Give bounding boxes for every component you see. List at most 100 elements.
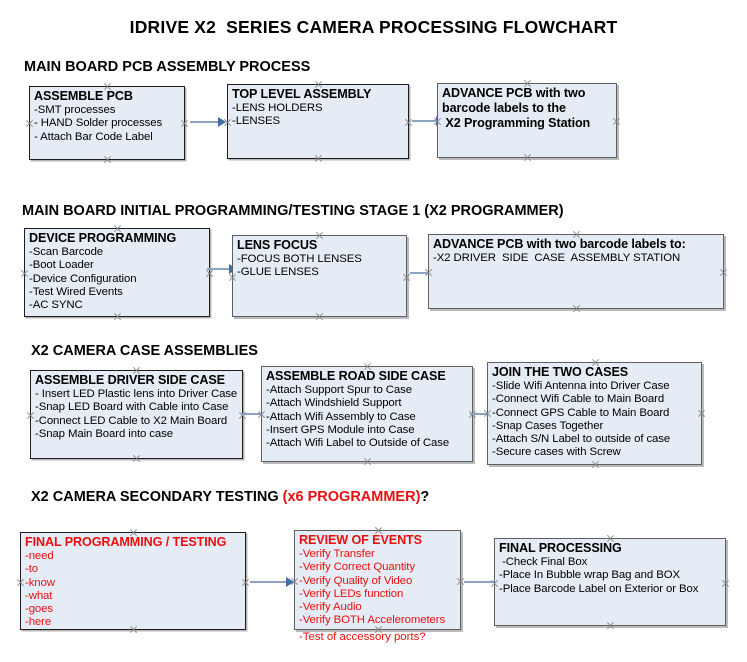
- flow-box-advance-pcb-driver-side-case[interactable]: ADVANCE PCB with two barcode labels to: …: [428, 234, 724, 309]
- box-title: LENS FOCUS: [237, 238, 318, 252]
- box-content: ADVANCE PCB with two barcode labels to: …: [429, 235, 723, 265]
- box-line: -Place In Bubble wrap Bag and BOX: [499, 569, 680, 582]
- connection-handle-bottom[interactable]: [314, 154, 323, 163]
- section-heading-4-text: X2 CAMERA SECONDARY TESTING: [31, 489, 283, 505]
- page-title: IDRIVE X2 SERIES CAMERA PROCESSING FLOWC…: [129, 17, 618, 37]
- box-line: -Attach Wifi Assembly to Case: [266, 410, 416, 423]
- box-line: X2 Programming Station: [442, 116, 591, 131]
- box-title: ADVANCE PCB with two barcode labels to:: [433, 237, 686, 251]
- box-line: -LENSES: [232, 115, 281, 128]
- box-line: -Snap LED Board with Cable into Case: [35, 401, 229, 414]
- box-line: -Attach S/N Label to outside of case: [492, 432, 671, 445]
- box-content: REVIEW OF EVENTS -Verify Transfer -Verif…: [295, 531, 460, 627]
- connector-arrow: [250, 577, 296, 587]
- box-content: ASSEMBLE DRIVER SIDE CASE - Insert LED P…: [31, 371, 242, 441]
- box-line: -Scan Barcode: [29, 246, 104, 259]
- box-line: -GLUE LENSES: [237, 266, 319, 279]
- section-heading-2: MAIN BOARD INITIAL PROGRAMMING/TESTING S…: [22, 203, 564, 219]
- box-line: -Snap Main Board into case: [35, 427, 173, 440]
- flow-box-join-the-two-cases[interactable]: JOIN THE TWO CASES -Slide Wifi Antenna i…: [487, 362, 702, 465]
- box-content: TOP LEVEL ASSEMBLY -LENS HOLDERS -LENSES: [228, 85, 408, 129]
- connection-handle-bottom[interactable]: [132, 454, 141, 463]
- box-line: -SMT processes: [34, 104, 116, 117]
- box-line: -here: [25, 616, 52, 629]
- flow-box-advance-pcb-programming-station[interactable]: ADVANCE PCB with two barcode labels to t…: [437, 83, 617, 158]
- box-title: ASSEMBLE DRIVER SIDE CASE: [35, 373, 225, 387]
- box-line: -X2 DRIVER SIDE CASE ASSEMBLY STATION: [433, 252, 681, 265]
- box-title: ASSEMBLE PCB: [34, 89, 133, 103]
- box-line: -Verify Audio: [299, 600, 362, 613]
- box-line: -AC SYNC: [29, 298, 83, 311]
- flow-box-assemble-road-side-case[interactable]: ASSEMBLE ROAD SIDE CASE -Attach Support …: [261, 366, 473, 462]
- box-line: - HAND Solder processes: [34, 117, 163, 130]
- connection-handle-bottom[interactable]: [103, 155, 112, 164]
- connection-handle-left[interactable]: [424, 268, 433, 277]
- box-title: ADVANCE PCB with two: [442, 86, 586, 100]
- flow-box-top-level-assembly[interactable]: TOP LEVEL ASSEMBLY -LENS HOLDERS -LENSES: [227, 84, 409, 159]
- box-overflow-line: -Test of accessory ports?: [299, 631, 426, 643]
- box-line: -Verify Quality of Video: [299, 574, 413, 587]
- box-title: ASSEMBLE ROAD SIDE CASE: [266, 369, 446, 383]
- box-line: -Verify BOTH Accelerometers: [299, 614, 446, 627]
- box-line: -FOCUS BOTH LENSES: [237, 253, 362, 266]
- box-line: -Snap Cases Together: [492, 419, 604, 432]
- box-line: -Device Configuration: [29, 272, 137, 285]
- box-line: - Insert LED Plastic lens into Driver Ca…: [35, 388, 238, 401]
- box-line: -Verify Correct Quantity: [299, 561, 415, 574]
- box-content: DEVICE PROGRAMMING -Scan Barcode -Boot L…: [25, 229, 209, 312]
- flow-box-review-of-events[interactable]: REVIEW OF EVENTS -Verify Transfer -Verif…: [294, 530, 461, 643]
- connector-arrow: [190, 117, 228, 127]
- section-heading-4: X2 CAMERA SECONDARY TESTING (x6 PROGRAMM…: [31, 489, 429, 505]
- flow-box-assemble-driver-side-case[interactable]: ASSEMBLE DRIVER SIDE CASE - Insert LED P…: [30, 370, 243, 459]
- box-line: -Insert GPS Module into Case: [266, 423, 415, 436]
- box-content: JOIN THE TWO CASES -Slide Wifi Antenna i…: [488, 363, 701, 459]
- box-line: -Secure cases with Screw: [492, 446, 621, 459]
- box-line: -Slide Wifi Antenna into Driver Case: [492, 380, 670, 393]
- box-line: -Test Wired Events: [29, 285, 123, 298]
- box-line: -to: [25, 563, 38, 576]
- section-heading-3: X2 CAMERA CASE ASSEMBLIES: [31, 343, 258, 359]
- box-content: ASSEMBLE ROAD SIDE CASE -Attach Support …: [262, 367, 472, 450]
- section-heading-4-accent: (x6 PROGRAMMER): [282, 489, 421, 505]
- connection-handle-bottom[interactable]: [523, 153, 532, 162]
- box-line: -Connect Wifi Cable to Main Board: [492, 393, 665, 406]
- box-line: -Attach Windshield Support: [266, 397, 402, 410]
- box-line: -Verify Transfer: [299, 548, 375, 561]
- connection-handle-bottom[interactable]: [591, 460, 600, 469]
- box-line: - Attach Bar Code Label: [34, 130, 153, 143]
- connection-handle-right[interactable]: [719, 268, 728, 277]
- box-line: -Connect LED Cable to X2 Main Board: [35, 414, 228, 427]
- box-line: barcode labels to the: [442, 101, 566, 116]
- connection-handle-bottom[interactable]: [363, 457, 372, 466]
- flow-box-device-programming[interactable]: DEVICE PROGRAMMING -Scan Barcode -Boot L…: [24, 228, 210, 317]
- box-title: REVIEW OF EVENTS: [299, 533, 422, 547]
- box-content: FINAL PROGRAMMING / TESTING -need -to -k…: [21, 533, 245, 629]
- flow-box-final-programming-testing[interactable]: FINAL PROGRAMMING / TESTING -need -to -k…: [20, 532, 246, 630]
- box-line: -Connect GPS Cable to Main Board: [492, 406, 670, 419]
- box-line: -what: [25, 589, 53, 602]
- box-line: -goes: [25, 602, 53, 615]
- connection-handle-bottom[interactable]: [113, 312, 122, 321]
- box-line: -Verify LEDs function: [299, 587, 404, 600]
- flow-box-final-processing[interactable]: FINAL PROCESSING -Check Final Box -Place…: [494, 538, 726, 626]
- box-line: -Place Barcode Label on Exterior or Box: [499, 582, 699, 595]
- section-heading-4-tail: ?: [420, 489, 430, 505]
- flow-box-lens-focus[interactable]: LENS FOCUS -FOCUS BOTH LENSES -GLUE LENS…: [232, 235, 407, 317]
- connection-handle-bottom[interactable]: [572, 304, 581, 313]
- flow-box-assemble-pcb[interactable]: ASSEMBLE PCB -SMT processes - HAND Solde…: [29, 86, 185, 160]
- box-title: FINAL PROGRAMMING / TESTING: [25, 535, 227, 549]
- box-line: -know: [25, 576, 55, 589]
- box-line: -Attach Wifi Label to Outside of Case: [266, 436, 450, 449]
- box-title: JOIN THE TWO CASES: [492, 365, 629, 379]
- connection-handle-bottom[interactable]: [315, 312, 324, 321]
- box-content: ADVANCE PCB with two barcode labels to t…: [438, 84, 616, 131]
- connection-handle-bottom[interactable]: [606, 621, 615, 630]
- box-title: DEVICE PROGRAMMING: [29, 231, 177, 245]
- box-line: -Attach Support Spur to Case: [266, 384, 412, 397]
- box-content: FINAL PROCESSING -Check Final Box -Place…: [495, 539, 725, 596]
- box-title: TOP LEVEL ASSEMBLY: [232, 87, 372, 101]
- box-title: FINAL PROCESSING: [499, 541, 622, 555]
- box-line: -Check Final Box: [499, 556, 588, 569]
- box-line: -Boot Loader: [29, 259, 94, 272]
